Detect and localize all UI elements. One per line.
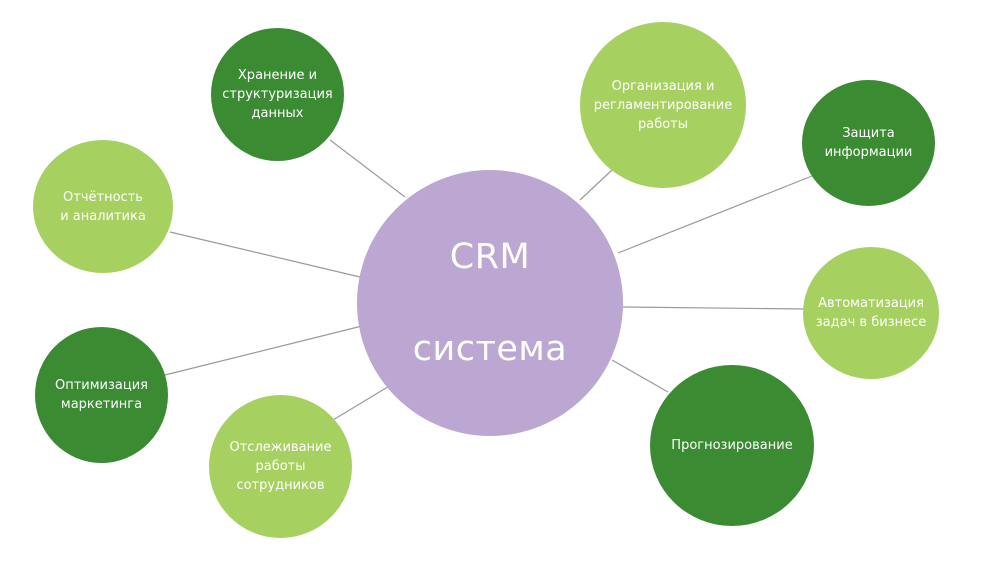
node-data-storage: Хранение и структуризация данных (211, 28, 344, 161)
connector-staff (332, 384, 392, 421)
node-label: Прогнозирование (671, 438, 793, 453)
center-title-line2: система (412, 329, 568, 369)
connector-forecast (611, 359, 669, 393)
center-title-line1: CRM (449, 237, 531, 277)
node-label: Отслеживание работы сотрудников (229, 440, 332, 493)
node-marketing-optimization: Оптимизация маркетинга (35, 327, 168, 463)
node-label: Оптимизация маркетинга (54, 378, 148, 412)
node-information-protection: Защита информации (802, 80, 935, 206)
node-label: Организация и регламентирование работы (593, 78, 733, 132)
connector-protect (617, 175, 813, 254)
node-reporting-analytics: Отчётность и аналитика (33, 140, 173, 273)
node-staff-tracking: Отслеживание работы сотрудников (209, 395, 352, 538)
node-label: Защита информации (824, 126, 913, 160)
connector-auto (622, 306, 806, 310)
connector-storage (329, 139, 406, 198)
node-work-organization: Организация и регламентирование работы (580, 22, 746, 188)
node-label: Отчётность и аналитика (60, 189, 146, 224)
node-label: Хранение и структуризация данных (222, 68, 333, 121)
connector-org (579, 169, 613, 201)
node-forecasting: Прогнозирование (650, 365, 814, 526)
center-node-crm: CRM система (357, 170, 623, 436)
connector-report (169, 231, 361, 278)
node-business-automation: Автоматизация задач в бизнесе (803, 247, 939, 379)
node-label: Автоматизация задач в бизнесе (815, 296, 927, 330)
connector-market (164, 325, 363, 376)
